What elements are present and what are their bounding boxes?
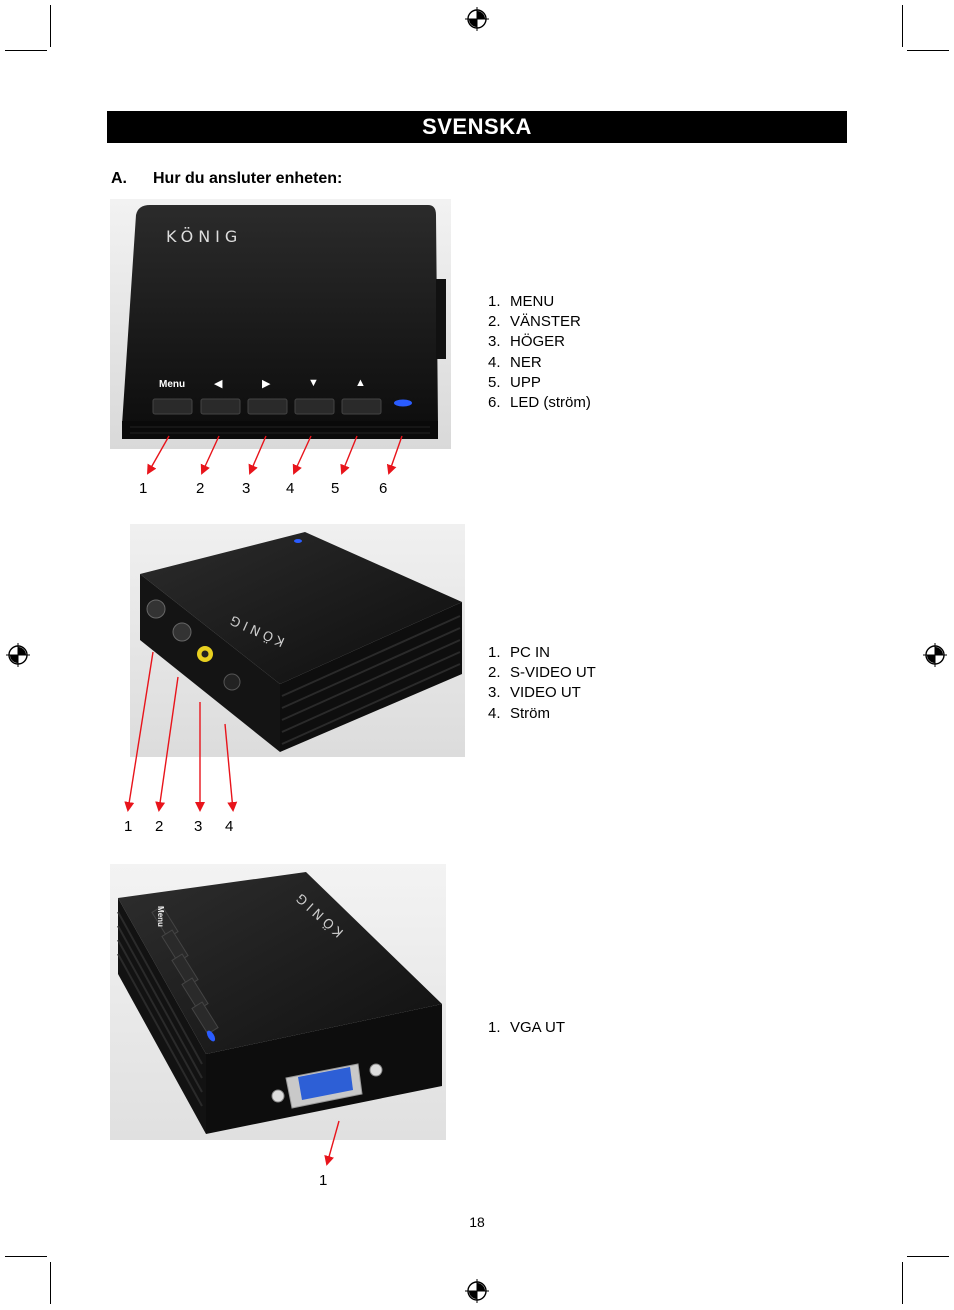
arrow [200, 435, 220, 475]
section-heading: A. Hur du ansluter enheten: [111, 170, 342, 188]
page-number: 18 [469, 1214, 485, 1230]
arrow [248, 435, 267, 475]
crop-mark [902, 5, 903, 47]
right-button-label: ▶ [262, 378, 271, 390]
menu-button-label: Menu [159, 379, 186, 390]
callout-number: 2 [196, 480, 205, 497]
arrow [155, 676, 179, 812]
arrow [292, 435, 312, 475]
crop-mark [902, 1262, 903, 1304]
device-side-photo: KÖNIG Menu [110, 864, 446, 1140]
down-button-label: ▼ [308, 377, 319, 389]
callout-number: 5 [331, 480, 340, 497]
list-item: 3.VIDEO UT [488, 684, 581, 702]
device-side-drawing [117, 872, 442, 1134]
up-button-label: ▲ [355, 377, 366, 389]
arrow [386, 435, 403, 475]
registration-mark-icon [465, 7, 489, 31]
arrow [224, 723, 238, 812]
list-item: 4.Ström [488, 704, 551, 722]
registration-mark-icon [6, 643, 30, 667]
device-back-drawing [140, 532, 462, 752]
list-item: 1.VGA UT [488, 1019, 566, 1036]
callout-number: 3 [194, 818, 203, 835]
arrow [324, 1120, 340, 1166]
list-item: 4.NER [488, 353, 542, 371]
figure2-legend: 1.PC IN 2.S-VIDEO UT 3.VIDEO UT 4.Ström [488, 643, 596, 724]
callout-number: 2 [155, 818, 164, 835]
section-title: Hur du ansluter enheten: [153, 170, 343, 187]
language-header: SVENSKA [107, 111, 847, 143]
list-item: 1.MENU [488, 293, 555, 310]
crop-mark [907, 50, 949, 51]
device-top-drawing [122, 205, 446, 439]
callout-number: 3 [242, 480, 251, 497]
callout-number: 4 [225, 818, 234, 835]
list-item: 3.HÖGER [488, 333, 566, 351]
figure1-legend: 1.MENU 2.VÄNSTER 3.HÖGER 4.NER 5.UPP 6.L… [488, 292, 591, 413]
list-item: 2.VÄNSTER [488, 313, 581, 331]
left-button-label: ◀ [214, 378, 223, 390]
arrow [124, 651, 154, 812]
callout-number: 1 [124, 818, 133, 835]
device-back-photo: KÖNIG [130, 524, 465, 757]
crop-mark [907, 1256, 949, 1257]
list-item: 1.PC IN [488, 644, 551, 661]
crop-mark [5, 1256, 47, 1257]
callout-number: 1 [319, 1172, 328, 1189]
arrow [340, 435, 358, 475]
arrow [147, 435, 170, 475]
registration-mark-icon [465, 1279, 489, 1303]
konig-logo: KÖNIG [166, 227, 243, 246]
registration-mark-icon [923, 643, 947, 667]
callout-number: 1 [139, 480, 148, 497]
crop-mark [50, 5, 51, 47]
section-letter: A. [111, 170, 127, 187]
list-item: 2.S-VIDEO UT [488, 664, 596, 682]
figure3-legend: 1.VGA UT [488, 1018, 565, 1038]
crop-mark [50, 1262, 51, 1304]
crop-mark [5, 50, 47, 51]
language-title: SVENSKA [422, 114, 532, 139]
list-item: 6.LED (ström) [488, 394, 591, 412]
device-top-photo: KÖNIG Menu ◀ ▶ ▼ ▲ [110, 199, 451, 449]
callout-number: 4 [286, 480, 295, 497]
callout-number: 6 [379, 480, 388, 497]
list-item: 5.UPP [488, 373, 541, 391]
